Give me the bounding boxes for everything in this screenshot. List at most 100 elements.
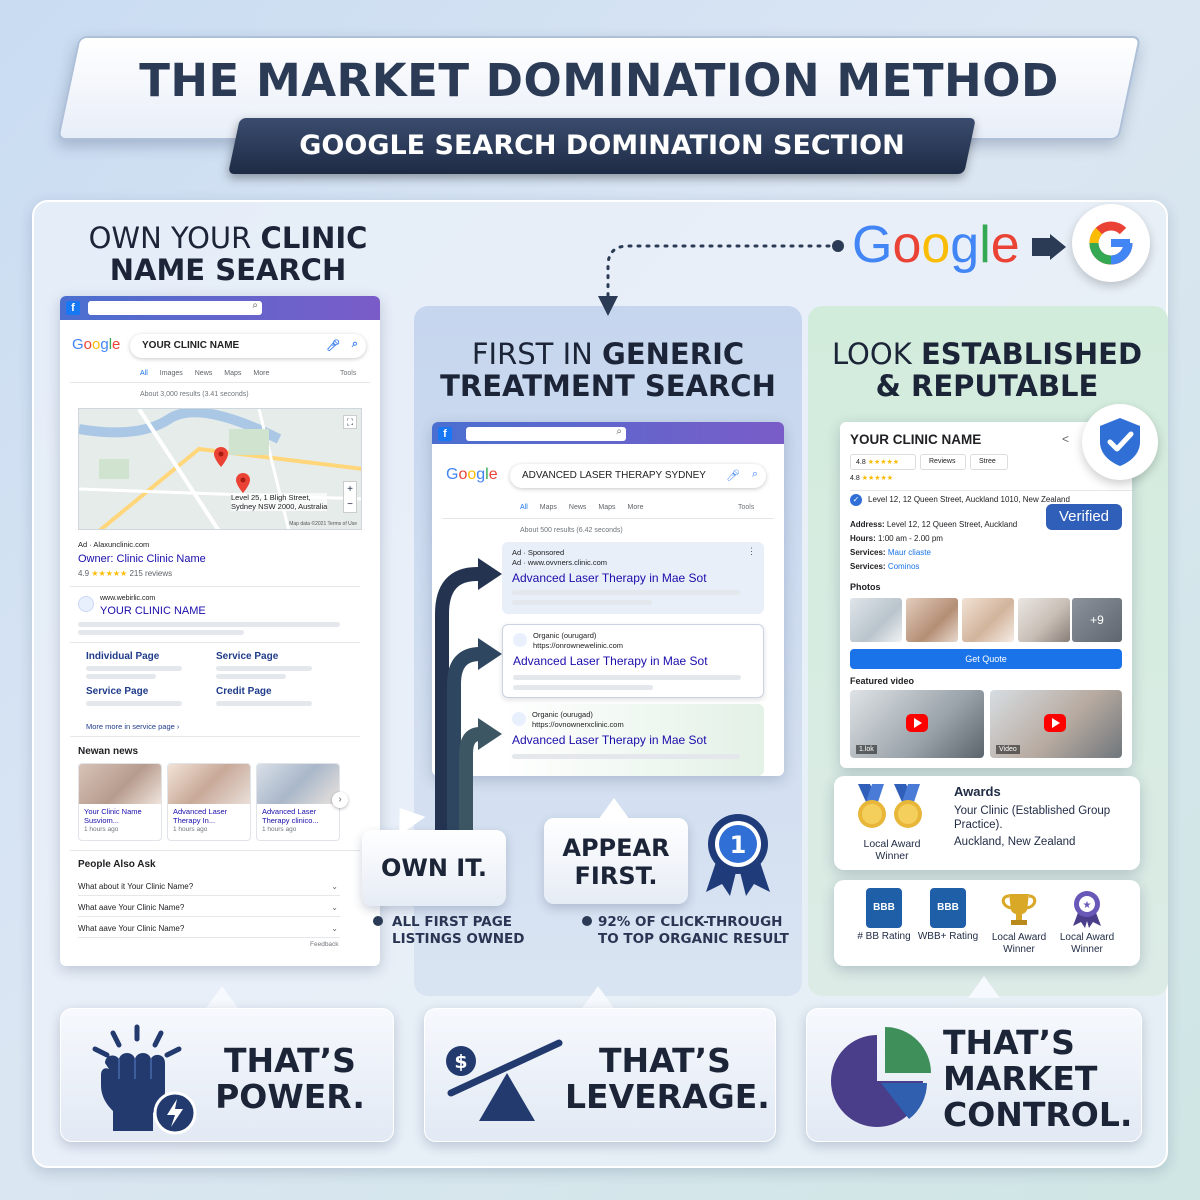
sitelink-credit-page[interactable]: Credit Page	[216, 686, 272, 697]
more-photos-thumbnail[interactable]: +9	[1072, 598, 1122, 642]
news-time: 1 hours ago	[173, 826, 208, 833]
tab-more[interactable]: More	[253, 370, 270, 377]
tab-news[interactable]: News	[568, 504, 587, 511]
search-icon: ⌕	[616, 426, 622, 437]
get-quote-button[interactable]: Get Quote	[850, 649, 1122, 669]
result-label: Organic (ourugad)	[532, 710, 593, 719]
mic-icon[interactable]: 🎤︎	[726, 470, 740, 482]
carousel-next-icon[interactable]: ›	[332, 792, 348, 808]
photo-thumbnail[interactable]	[1018, 598, 1070, 642]
chevron-down-icon: ⌄	[331, 903, 338, 912]
sitelink-service-page[interactable]: Service Page	[216, 651, 279, 662]
result-url: https://onrownewelinic.com	[533, 641, 624, 650]
svg-text:$: $	[454, 1051, 467, 1073]
tab-maps[interactable]: Maps	[539, 504, 557, 511]
tab-images[interactable]: Images	[159, 370, 183, 377]
tools-link[interactable]: Tools	[738, 504, 755, 511]
street-chip[interactable]: Stree	[970, 454, 1008, 470]
search-icon: ⌕	[252, 300, 258, 311]
site-favicon	[78, 596, 94, 612]
map-address: Level 25, 1 Bligh Street, Sydney NSW 200…	[231, 493, 328, 511]
svg-text:★: ★	[1083, 900, 1092, 911]
awards-title: Awards	[954, 784, 1001, 799]
mic-icon[interactable]: 🎤︎	[326, 340, 340, 352]
news-card[interactable]: Advanced Laser Therapy In... 1 hours ago	[167, 763, 251, 841]
search-icon[interactable]: ⌕	[751, 468, 758, 480]
result-label: Organic (ourugard)	[533, 631, 597, 640]
facebook-icon: f	[66, 301, 80, 315]
search-icon[interactable]: ⌕	[351, 338, 358, 350]
result-title[interactable]: Advanced Laser Therapy in Mae Sot	[512, 733, 707, 747]
ad-title[interactable]: Owner: Clinic Clinic Name	[78, 553, 206, 565]
browser-bar: f ⌕	[432, 422, 784, 444]
tab-all[interactable]: All	[520, 504, 528, 511]
search-result-sponsored[interactable]: Ad · Sponsored Ad · www.ovvners.clinic.c…	[502, 542, 764, 614]
site-title[interactable]: YOUR CLINIC NAME	[100, 605, 206, 617]
search-result-organic[interactable]: Organic (ourugard) https://onrownewelini…	[502, 624, 764, 698]
page-title: THE MARKET DOMINATION METHOD	[139, 54, 1059, 107]
search-tabs: All Images News Maps More	[140, 370, 269, 377]
fullscreen-icon[interactable]: ⛶	[343, 415, 357, 429]
tab-maps-2[interactable]: Maps	[598, 504, 616, 511]
raised-fist-icon	[92, 1024, 197, 1135]
rating-row: 4.8 ★★★★★	[850, 475, 894, 482]
news-card[interactable]: Your Clinic Name Susviom... 1 hours ago	[78, 763, 162, 841]
sitelink-individual-page[interactable]: Individual Page	[86, 651, 160, 662]
search-input[interactable]: ADVANCED LASER THERAPY SYDNEY 🎤︎⌕	[510, 464, 766, 488]
verified-shield-icon	[1082, 404, 1158, 480]
tab-more[interactable]: More	[627, 504, 644, 511]
result-title[interactable]: Advanced Laser Therapy in Mae Sot	[512, 571, 707, 585]
ranking-arrows	[435, 558, 502, 834]
google-g-icon	[1072, 204, 1150, 282]
result-url: Ad · www.ovvners.clinic.com	[512, 558, 608, 567]
sitelink-service-page-2[interactable]: Service Page	[86, 686, 149, 697]
video-thumbnail[interactable]: Video	[990, 690, 1122, 758]
photo-thumbnail[interactable]	[906, 598, 958, 642]
snippet-line	[86, 701, 182, 706]
map-roads	[79, 409, 361, 529]
results-count: About 3,000 results (3.41 seconds)	[140, 391, 249, 398]
first-place-ribbon-icon: 1	[706, 814, 770, 896]
video-thumbnail[interactable]: 1.lok	[850, 690, 984, 758]
paa-question[interactable]: What aave Your Clinic Name?⌄	[78, 924, 340, 938]
middle-serp-card: f ⌕ Google ADVANCED LASER THERAPY SYDNEY…	[432, 422, 784, 776]
dotted-connector	[598, 240, 844, 316]
pie-chart-icon	[831, 1027, 931, 1127]
map-pin-icon[interactable]	[235, 473, 251, 493]
business-name: YOUR CLINIC NAME	[850, 432, 982, 447]
map-pin-icon[interactable]	[213, 447, 229, 467]
tab-all[interactable]: All	[140, 370, 148, 377]
tab-maps[interactable]: Maps	[224, 370, 242, 377]
photo-thumbnail[interactable]	[962, 598, 1014, 642]
paa-question[interactable]: What about it Your Clinic Name?⌄	[78, 882, 340, 896]
news-image	[79, 764, 161, 804]
reviews-chip[interactable]: Reviews	[920, 454, 966, 470]
more-options-icon[interactable]: ⋮	[747, 546, 756, 556]
rating-chip[interactable]: 4.8 ★★★★★	[850, 454, 916, 470]
page-subtitle: GOOGLE SEARCH DOMINATION SECTION	[299, 130, 905, 161]
result-title[interactable]: Advanced Laser Therapy in Mae Sot	[513, 654, 708, 668]
snippet-line	[216, 674, 286, 679]
url-field[interactable]: ⌕	[88, 300, 262, 315]
zoom-controls[interactable]: +−	[343, 481, 357, 513]
map-panel[interactable]: Level 25, 1 Bligh Street, Sydney NSW 200…	[78, 408, 362, 530]
more-results-link[interactable]: More more in service page ›	[86, 722, 180, 731]
photo-thumbnail[interactable]	[850, 598, 902, 642]
feedback-link[interactable]: Feedback	[310, 941, 339, 948]
tools-link[interactable]: Tools	[340, 370, 357, 377]
bbb-badge-icon: BBB	[866, 888, 902, 928]
box-pointer	[968, 976, 1000, 998]
share-icon[interactable]: <	[1062, 432, 1070, 446]
tab-news[interactable]: News	[194, 370, 213, 377]
divider	[850, 490, 1132, 491]
url-field[interactable]: ⌕	[466, 426, 626, 441]
news-card[interactable]: Advanced Laser Therapy clinico... 1 hour…	[256, 763, 340, 841]
paa-question[interactable]: What aave Your Clinic Name?⌄	[78, 903, 340, 917]
ribbon-number: 1	[730, 831, 747, 859]
search-input[interactable]: YOUR CLINIC NAME 🎤︎⌕	[130, 334, 366, 358]
play-icon	[1044, 714, 1066, 732]
search-result-organic[interactable]: Organic (ourugad) https://ovnownerxclini…	[502, 704, 764, 776]
